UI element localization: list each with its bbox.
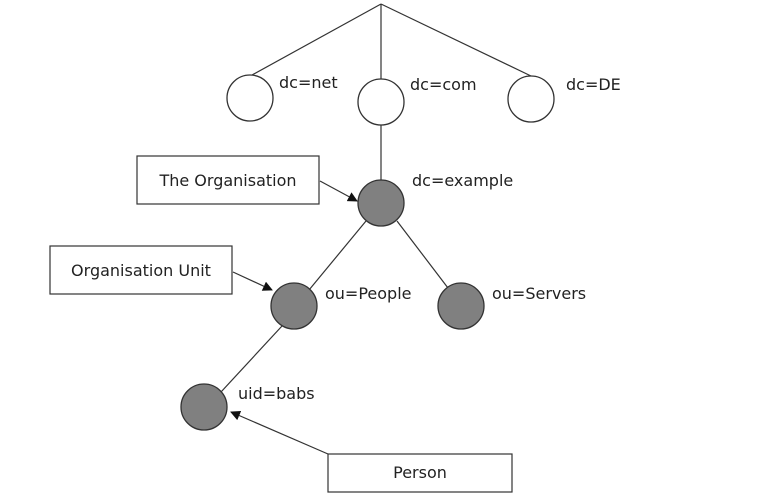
arrow-organisation: [319, 180, 358, 202]
nodes: [180, 74, 555, 431]
node-uid-babs[interactable]: [180, 383, 228, 431]
annotation-person: Person: [230, 410, 513, 493]
node-labels: dc=net dc=com dc=DE dc=example ou=People…: [238, 73, 621, 403]
label-dc-de: dc=DE: [566, 75, 621, 94]
annotation-box-person: [327, 453, 513, 493]
label-ou-people: ou=People: [325, 284, 412, 303]
edges: [220, 3, 532, 393]
edge-root-dc-de: [380, 3, 532, 77]
arrow-organisation-unit: [232, 271, 273, 291]
label-dc-com: dc=com: [410, 75, 477, 94]
node-ou-people[interactable]: [270, 282, 318, 330]
edge-dc-example-ou-people: [308, 220, 367, 291]
label-dc-example: dc=example: [412, 171, 513, 190]
node-dc-example[interactable]: [357, 179, 405, 227]
edge-dc-example-ou-servers: [396, 220, 449, 289]
node-dc-com[interactable]: [357, 78, 405, 126]
annotation-text-organisation-unit: Organisation Unit: [71, 261, 211, 280]
label-ou-servers: ou=Servers: [492, 284, 586, 303]
edge-ou-people-uid-babs: [220, 325, 283, 393]
arrow-person: [230, 410, 329, 455]
node-dc-net[interactable]: [226, 74, 274, 122]
label-dc-net: dc=net: [279, 73, 338, 92]
annotation-box-organisation-unit: [49, 245, 233, 295]
node-dc-de[interactable]: [507, 75, 555, 123]
annotation-organisation: The Organisation: [136, 155, 358, 205]
label-uid-babs: uid=babs: [238, 384, 315, 403]
annotation-text-person: Person: [393, 463, 447, 482]
annotation-organisation-unit: Organisation Unit: [49, 245, 273, 295]
annotation-text-organisation: The Organisation: [158, 171, 296, 190]
annotation-box-organisation: [136, 155, 320, 205]
node-ou-servers[interactable]: [437, 282, 485, 330]
edge-root-dc-net: [251, 3, 382, 76]
